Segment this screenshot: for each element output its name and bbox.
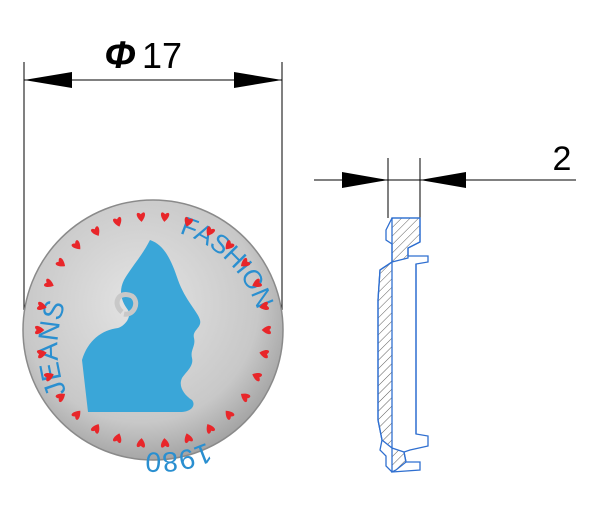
cross-section-view [377,217,429,474]
ear-swirl [114,292,139,317]
heart-icon [36,301,47,311]
heart-icon [252,278,262,287]
badge-front-view: JEANS FASHION 1980 [22,199,284,478]
heart-icon [259,349,270,359]
arrowhead-thick-right [420,172,466,188]
heart-icon [136,438,146,448]
heart-icon [240,257,251,267]
heart-icon [136,212,146,222]
heart-icon [90,424,100,434]
heart-icon [184,433,193,444]
heart-icon [160,438,170,448]
thickness-dimension: 2 [314,140,576,218]
silhouette-graphic [82,240,201,412]
diameter-dimension: Φ 17 [23,35,283,310]
diameter-value: 17 [142,35,182,76]
diameter-symbol: Φ [104,35,135,77]
heart-icon [252,373,262,382]
heart-icon [206,424,216,434]
section-outline [377,217,429,473]
heart-icon [55,257,66,267]
heart-icon [44,278,54,287]
heart-icon [113,216,122,227]
heart-icon [44,373,54,382]
heart-icon [90,226,100,236]
hearts-ring [35,212,271,448]
heart-icon [259,301,270,311]
thickness-value: 2 [553,140,572,178]
heart-icon [55,393,66,403]
heart-icon [113,433,122,444]
arrowhead-left [24,72,72,88]
arrowhead-thick-left [342,172,388,188]
heart-icon [71,410,81,420]
heart-icon [184,216,193,227]
heart-icon [71,240,81,250]
heart-icon [160,212,170,222]
heart-icon [206,226,216,236]
heart-icon [225,240,235,250]
heart-icon [225,410,235,420]
heart-icon [35,325,45,335]
arrowhead-right [234,72,282,88]
heart-icon [240,393,251,403]
heart-icon [261,325,271,335]
heart-icon [36,349,47,359]
